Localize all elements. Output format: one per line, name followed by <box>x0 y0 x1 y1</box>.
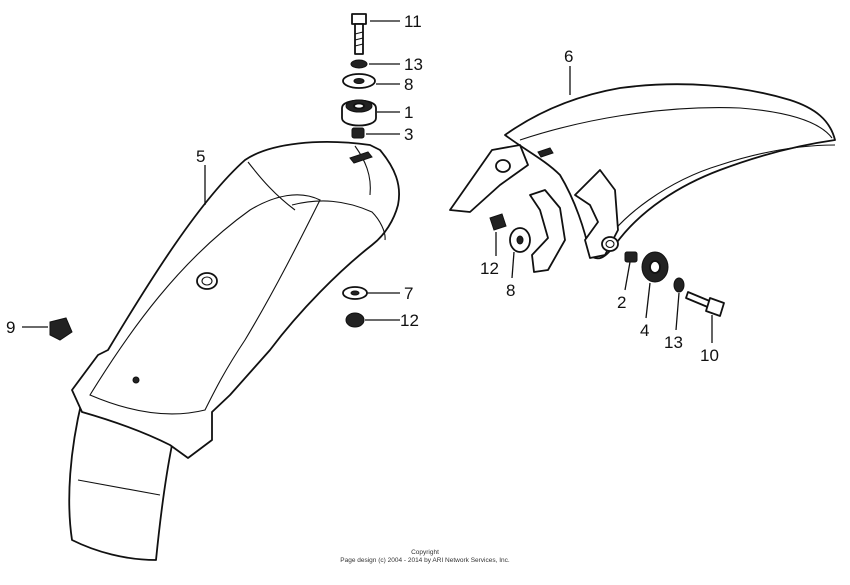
nut-part-12-right[interactable] <box>489 213 507 231</box>
copyright-notice: Page design (c) 2004 - 2014 by ARI Netwo… <box>340 557 510 564</box>
washer-part-7[interactable] <box>342 286 368 300</box>
callout-2: 2 <box>617 293 626 312</box>
copyright-label: Copyright <box>411 549 439 556</box>
front-fender-part-6[interactable] <box>449 83 836 273</box>
copyright-footer: Copyright Page design (c) 2004 - 2014 by… <box>0 549 850 565</box>
nut-part-12-left[interactable] <box>345 312 365 328</box>
callout-12-right: 12 <box>480 259 499 278</box>
callout-10: 10 <box>700 346 719 365</box>
lock-washer-part-13-right[interactable] <box>673 277 685 293</box>
callout-1: 1 <box>404 103 413 122</box>
collar-part-3[interactable] <box>351 127 365 139</box>
lock-washer-part-13-top[interactable] <box>350 59 368 69</box>
callout-8-right: 8 <box>506 281 515 300</box>
cushion-part-1[interactable] <box>341 99 377 127</box>
callout-3: 3 <box>404 125 413 144</box>
callout-7: 7 <box>404 284 413 303</box>
callout-12-left: 12 <box>400 311 419 330</box>
callout-4: 4 <box>640 321 649 340</box>
collar-part-2[interactable] <box>624 251 638 263</box>
bolt-part-11[interactable] <box>351 13 367 55</box>
bolt-part-10[interactable] <box>685 291 725 317</box>
callout-6: 6 <box>564 47 573 66</box>
callout-5: 5 <box>196 147 205 166</box>
rear-fender-part-5[interactable] <box>68 141 400 561</box>
washer-part-8-right[interactable] <box>509 227 531 253</box>
callout-13-top: 13 <box>404 55 423 74</box>
callout-11: 11 <box>404 12 422 31</box>
callout-8-top: 8 <box>404 75 413 94</box>
cushion-part-4[interactable] <box>641 251 669 283</box>
cap-nut-part-9[interactable] <box>49 317 73 341</box>
callout-9: 9 <box>6 318 15 337</box>
callout-13-right: 13 <box>664 333 683 352</box>
washer-part-8-top[interactable] <box>342 73 376 89</box>
